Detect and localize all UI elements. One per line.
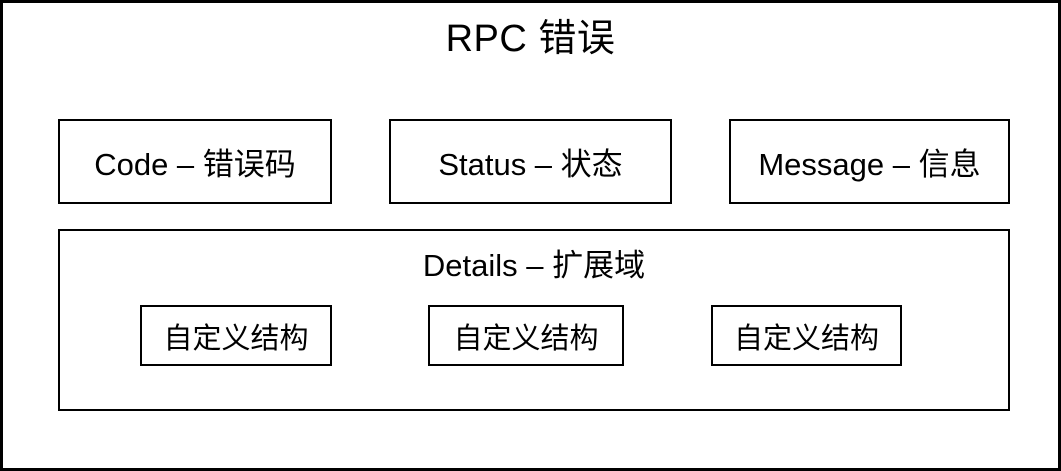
field-box-message: Message – 信息 [729,119,1010,204]
custom-struct-box: 自定义结构 [711,305,902,366]
details-title: Details – 扩展域 [422,248,646,283]
custom-struct-box: 自定义结构 [428,305,624,366]
diagram-title: RPC 错误 [445,18,616,60]
custom-struct-box: 自定义结构 [140,305,332,366]
field-box-code: Code – 错误码 [58,119,332,204]
field-box-status: Status – 状态 [389,119,672,204]
details-box: Details – 扩展域 自定义结构 自定义结构 自定义结构 [58,229,1010,411]
